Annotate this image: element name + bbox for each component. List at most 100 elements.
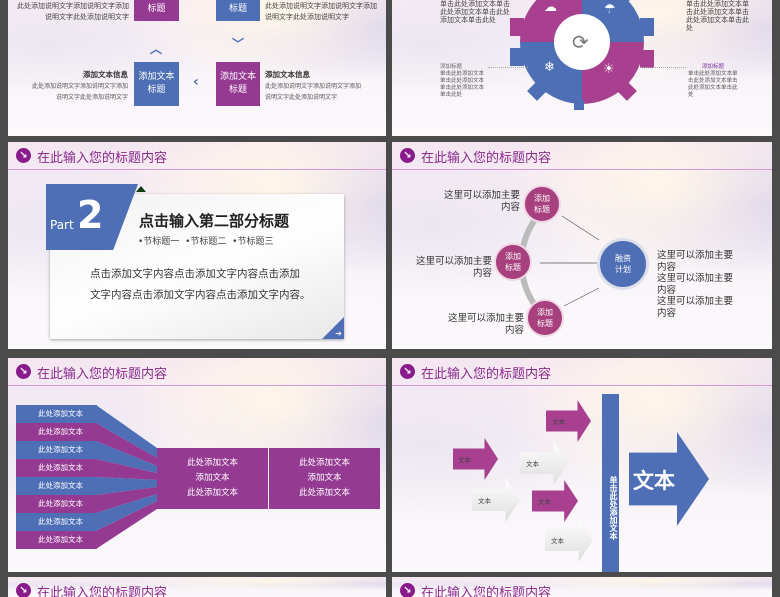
- arrow-down-right-icon: ↘: [16, 148, 31, 163]
- arrow-down-right-icon: ↘: [400, 364, 415, 379]
- top-right-desc: 此处添加说明文字添加说明文字添加说明文字此处添加说明文字: [265, 1, 377, 23]
- text-line: 内容: [657, 307, 677, 319]
- subsection-label: 节标题三: [237, 237, 274, 247]
- text-line: 这里可以添加主要: [447, 313, 524, 324]
- big-arrow-label: 文本: [633, 469, 675, 493]
- text-line: 击此处添加文本单击: [686, 8, 749, 16]
- left-info: 添加文本信息 此处添加说明文字添加说明文字添加 说明文字此处添加说明文字: [8, 69, 128, 103]
- refresh-icon: ⟳: [572, 30, 589, 54]
- box-line: 添加文本: [195, 473, 230, 483]
- chevron-left-icon: ‹: [193, 74, 199, 90]
- desc-line: 说明文字此处添加说明文字: [45, 13, 129, 21]
- funnel-box-2: 此处添加文本添加文本此处添加文本: [269, 448, 380, 509]
- cloud-icon: ☁: [544, 0, 557, 15]
- right-info: 添加文本信息 此处添加说明文字添加说明文字添加 说明文字此处添加说明文字: [265, 69, 361, 103]
- arrow-shape: 文本: [520, 441, 568, 485]
- box-line: 添加文本: [307, 473, 342, 483]
- funnel-bar: 此处添加文本: [16, 441, 97, 459]
- slide-thumbnail-arrows[interactable]: ↘ 在此输入您的标题内容 文本 文本 文本 文本 文本 文本 单击此处添加文本 …: [392, 358, 772, 572]
- slide-thumbnail-cycle[interactable]: ↘ 在此输入您的标题内容 添加标题 添加标题 添加标题 融资计划 这里可以添加主…: [392, 142, 772, 349]
- box-line: 此处添加文本: [186, 458, 238, 468]
- slide-thumbnail-gear[interactable]: ⟳ ☁ ☂ ❄ ☀ 单击此处添加文本单击此处添加文本单击此处添加文本单击此处 单…: [392, 0, 772, 136]
- desc-line: 说明文字此处添加说明文字: [265, 13, 349, 21]
- slide-thumbnail-partial[interactable]: ↘在此输入您的标题内容: [392, 577, 772, 597]
- text-line: 击此处添加文本单击: [688, 78, 738, 84]
- connector-line: [488, 67, 528, 68]
- arrow-down-right-icon: ↘: [16, 364, 31, 379]
- text-line: 单击此处添加文本: [440, 85, 485, 91]
- desc-line: 说明文字此处添加说明文字: [55, 94, 128, 101]
- arrow-label: 文本: [458, 456, 471, 464]
- slide-title: 在此输入您的标题内容: [37, 586, 168, 597]
- header-divider: [392, 385, 772, 386]
- bottom-left-text: 添加标题单击此处添加文本单击此处添加文本单击此处添加文本单击此处: [440, 64, 484, 99]
- node-text: 这里可以添加主要内容: [432, 190, 520, 214]
- subsection-item: •节标题二: [185, 237, 227, 247]
- text-line: 单击此处添加文本单: [688, 71, 738, 77]
- desc-line: 说明文字此处添加说明文字: [265, 94, 338, 101]
- text-line: 这里可以添加主要: [443, 190, 520, 201]
- slide-thumbnail-part2[interactable]: ↘ 在此输入您的标题内容 Part 2 点击输入第二部分标题 •节标题一 •节标…: [8, 142, 386, 349]
- text-line: 处: [686, 24, 693, 32]
- big-arrow: 文本: [629, 432, 709, 526]
- arrow-shape: 文本: [546, 400, 591, 442]
- text-line: 单击此处: [440, 92, 463, 98]
- text-line: 单击此处添加文本: [440, 71, 485, 77]
- slide-thumbnail-partial[interactable]: ↘ 在此输入您的标题内容: [8, 577, 386, 597]
- text-line: 此处添加文本单击此: [688, 85, 738, 91]
- slide-thumbnail-process[interactable]: 标题 标题 此处添加说明文字添加说明文字添加说明文字此处添加说明文字 此处添加说…: [8, 0, 386, 136]
- text-line: 此处添加文本单击此: [686, 16, 749, 24]
- text-line: 内容: [657, 284, 677, 296]
- part-title: 点击输入第二部分标题: [139, 212, 290, 230]
- arrow-shape: 文本: [472, 478, 520, 522]
- arrow-label: 文本: [551, 537, 564, 545]
- bottom-right-text: 添加标题单击此处添加文本单击此处添加文本单击此处添加文本单击此处: [688, 64, 738, 99]
- chevron-up-icon: ︿: [150, 42, 163, 56]
- desc-line: 此处添加说明文字添加说明文字添加: [31, 83, 128, 90]
- part-tag: Part 2: [46, 184, 138, 250]
- subsection-item: •节标题三: [232, 237, 274, 247]
- text-line: 单击此处添加文本: [440, 78, 485, 84]
- slide-title: 在此输入您的标题内容: [421, 367, 552, 382]
- rain-icon: ☂: [604, 2, 616, 17]
- text-line: 内容: [657, 261, 677, 273]
- subsection-list: •节标题一 •节标题二 •节标题三: [138, 234, 273, 247]
- arrow-down-right-icon: ↘: [16, 583, 31, 597]
- desc-line: 此处添加说明文字添加说明文字添加: [265, 2, 377, 10]
- slide-title: 在此输入您的标题内容: [37, 151, 168, 166]
- funnel-bar: 此处添加文本: [16, 477, 97, 495]
- arrow-label: 文本: [538, 498, 551, 506]
- body-line: 点击添加文字内容点击添加文字内容点击添加: [90, 268, 300, 280]
- snow-icon: ❄: [544, 60, 555, 75]
- process-box-top-right: 标题: [216, 0, 260, 21]
- subsection-item: •节标题一: [138, 237, 180, 247]
- funnel-bar: 此处添加文本: [16, 423, 97, 441]
- corner-triangle: [136, 186, 146, 192]
- slide-thumbnail-funnel[interactable]: ↘ 在此输入您的标题内容 此处添加文本 此处添加文本 此处添加文本 此处添加文本…: [8, 358, 386, 572]
- text-line: 这里可以添加主要: [657, 273, 734, 284]
- slide-title: 在此输入您的标题内容: [421, 151, 552, 166]
- center-text: 这里可以添加主要内容这里可以添加主要内容这里可以添加主要内容: [657, 250, 733, 319]
- arrow-label: 文本: [526, 460, 539, 468]
- info-title: 添加文本信息: [83, 70, 128, 79]
- box-line: 此处添加文本: [298, 458, 350, 468]
- box-line: 此处添加文本: [298, 488, 350, 498]
- process-box-bottom-right: 添加文本标题: [216, 62, 260, 106]
- cycle-node: 添加标题: [526, 299, 564, 337]
- top-left-text: 单击此处添加文本单击此处添加文本单击此处添加文本单击此处: [440, 0, 510, 24]
- arrow-down-right-icon: ↘: [400, 148, 415, 163]
- text-line: 内容: [500, 202, 520, 213]
- gear-puzzle: [510, 0, 654, 110]
- arrow-down-right-icon: ↘: [400, 583, 415, 597]
- text-line: 添加文本单击此处: [440, 16, 496, 24]
- top-right-text: 单击此处添加文本单击此处添加文本单击此处添加文本单击此处: [686, 0, 749, 32]
- text-line: 内容: [504, 325, 524, 336]
- header-divider: [8, 385, 386, 386]
- text-line: 处: [688, 92, 694, 98]
- node-text: 这里可以添加主要内容: [402, 256, 492, 280]
- arrow-shape: 文本: [532, 480, 578, 522]
- chevron-down-icon: ﹀: [232, 37, 245, 51]
- top-left-desc: 此处添加说明文字添加说明文字添加说明文字此处添加说明文字: [8, 1, 129, 23]
- vertical-bar: 单击此处添加文本: [602, 394, 619, 572]
- text-line: 单击此处添加文本单: [686, 0, 749, 8]
